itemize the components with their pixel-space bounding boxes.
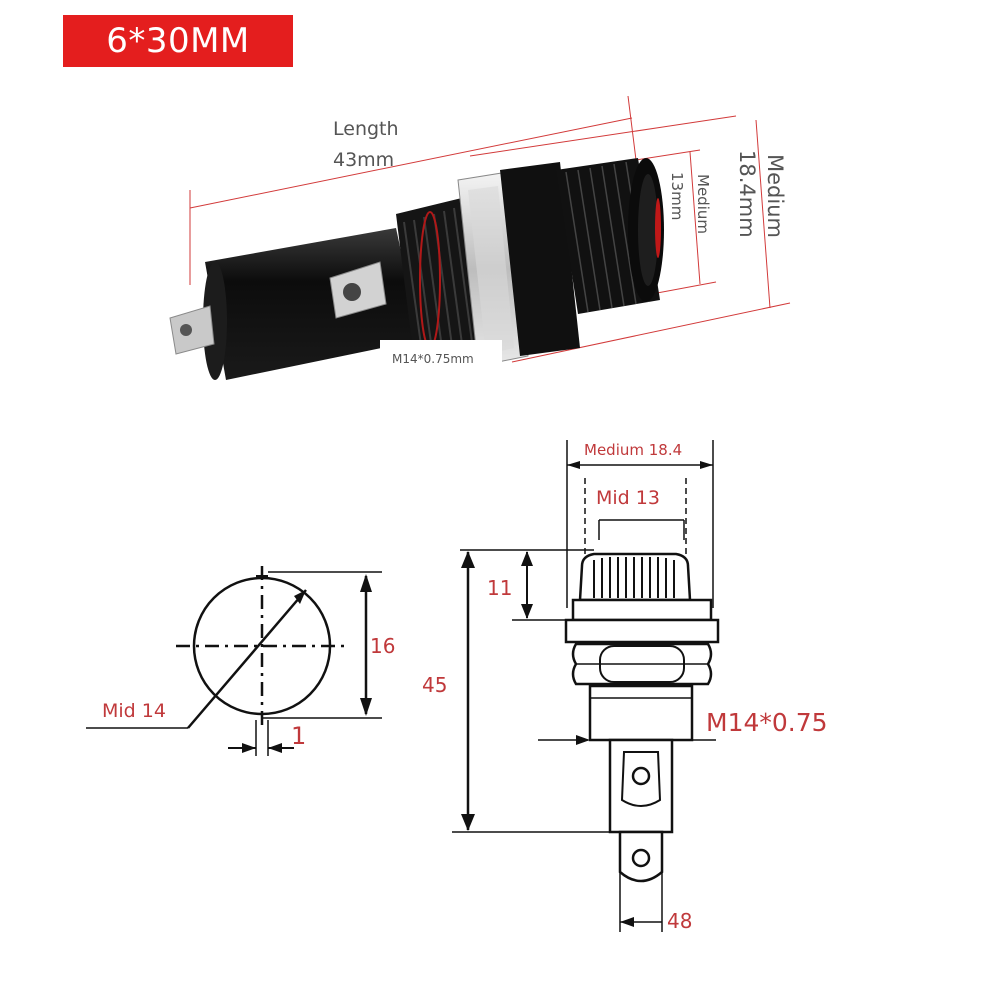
medium-value: 18.4mm [735,150,759,238]
thread-size-label: M14*0.75 [706,708,828,737]
medium-label: Medium [763,154,787,238]
end-view: 16 Mid 14 1 [86,566,395,756]
title-badge: 6*30MM [63,15,293,67]
title-text: 6*30MM [106,21,250,61]
circle-height-label: 16 [370,634,395,658]
technical-drawing: 16 Mid 14 1 [86,440,828,933]
length-label: Length [333,118,399,140]
inner-medium-value: 13mm [668,172,686,220]
total-height-label: 45 [422,673,447,697]
terminal-label: 48 [667,909,692,933]
side-view: Medium 18.4 Mid 13 11 45 M14*0.75 48 [422,440,828,933]
circle-flat-label: 1 [291,722,306,750]
outer-width-label: Medium 18.4 [584,441,682,459]
product-photo: Length 43mm Medium 18.4mm Medium 13mm M1… [169,95,791,380]
circle-diameter-label: Mid 14 [102,700,166,722]
cap-height-label: 11 [487,576,512,600]
thread-label-box [380,340,502,376]
thread-label: M14*0.75mm [392,352,474,366]
length-value: 43mm [333,149,394,171]
inner-medium-label: Medium [694,174,712,234]
inner-width-label: Mid 13 [596,487,660,509]
